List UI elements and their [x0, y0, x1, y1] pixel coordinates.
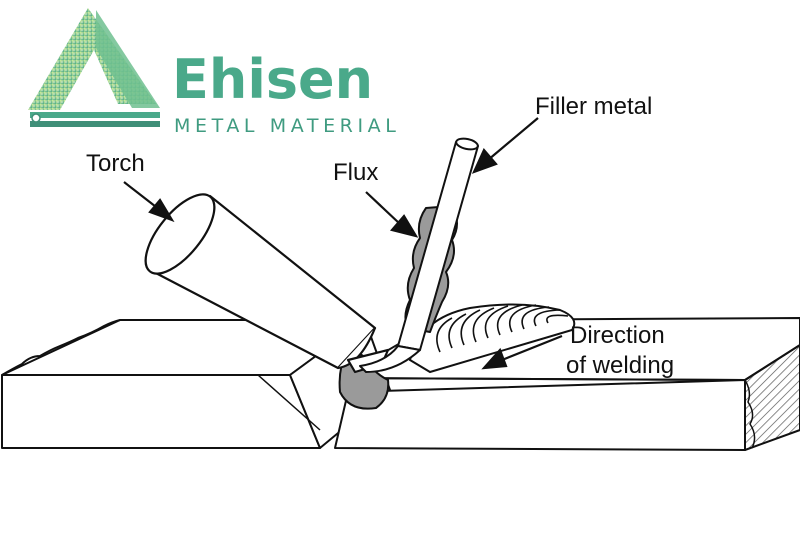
- label-flux: Flux: [333, 159, 379, 186]
- label-filler-metal: Filler metal: [535, 93, 653, 120]
- left-plate: [1, 319, 391, 449]
- label-torch: Torch: [86, 150, 145, 177]
- logo-tagline: METAL MATERIAL: [174, 115, 401, 137]
- filler-rod: [359, 137, 479, 373]
- label-direction-line2: of welding: [566, 352, 675, 379]
- label-direction-line1: Direction: [570, 322, 665, 349]
- logo-mark: [28, 8, 160, 127]
- weld-bead: [408, 303, 576, 374]
- torch: [144, 193, 390, 374]
- pointer-arrows: [123, 117, 563, 370]
- logo-wordmark: Ehisen: [172, 48, 374, 111]
